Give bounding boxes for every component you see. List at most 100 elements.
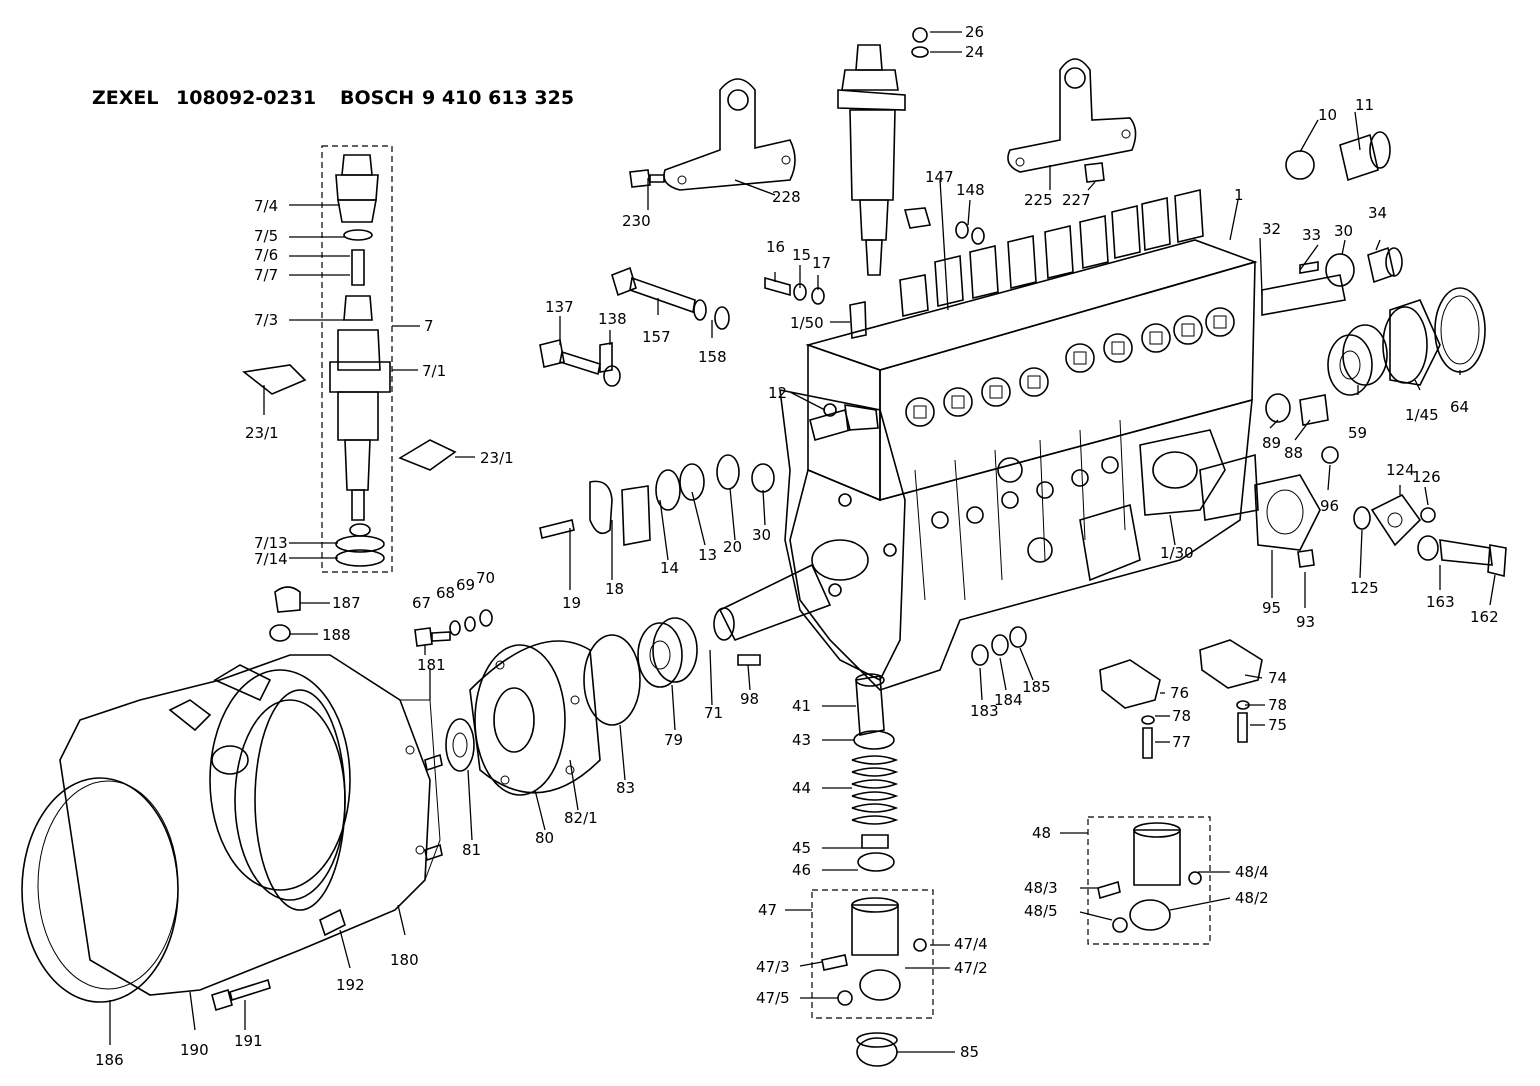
label-191: 191	[234, 1032, 263, 1050]
label-77: 77	[1172, 733, 1191, 751]
label-47-5: 47/5	[756, 989, 790, 1007]
label-1-50: 1/50	[790, 314, 824, 332]
label-190: 190	[180, 1041, 209, 1059]
label-75: 75	[1268, 716, 1287, 734]
label-67: 67	[412, 594, 431, 612]
pump-element-assembly-7	[242, 154, 457, 567]
label-17: 17	[812, 254, 831, 272]
label-225: 225	[1024, 191, 1053, 209]
label-26: 26	[965, 23, 984, 41]
bolt-191	[211, 978, 271, 1012]
label-227: 227	[1062, 191, 1091, 209]
title-block: ZEXEL 108092-0231 BOSCH 9 410 613 325	[92, 87, 574, 109]
label-93: 93	[1296, 613, 1315, 631]
label-7-3: 7/3	[254, 311, 278, 329]
label-69: 69	[456, 576, 475, 594]
gasket-192	[254, 689, 346, 911]
leader-lines	[109, 31, 1496, 1053]
label-48-5: 48/5	[1024, 902, 1058, 920]
label-163: 163	[1426, 593, 1455, 611]
governor-plate-124	[1353, 493, 1507, 578]
label-20: 20	[723, 538, 742, 556]
label-1: 1	[1234, 186, 1244, 204]
label-12: 12	[768, 384, 787, 402]
label-89: 89	[1262, 434, 1281, 452]
part-number-bosch: 9 410 613 325	[422, 87, 574, 109]
label-16: 16	[766, 238, 785, 256]
label-7-13: 7/13	[254, 534, 288, 552]
label-181: 181	[417, 656, 446, 674]
label-96: 96	[1320, 497, 1339, 515]
label-43: 43	[792, 731, 811, 749]
label-47-4: 47/4	[954, 935, 988, 953]
label-185: 185	[1022, 678, 1051, 696]
label-11: 11	[1355, 96, 1374, 114]
label-88: 88	[1284, 444, 1303, 462]
label-137: 137	[545, 298, 574, 316]
label-78-left: 78	[1172, 707, 1191, 725]
label-48-4: 48/4	[1235, 863, 1269, 881]
cover-plate-95	[1254, 474, 1321, 568]
label-7-1: 7/1	[422, 362, 446, 380]
part-number-zexel: 108092-0231	[176, 87, 316, 109]
label-124: 124	[1386, 461, 1415, 479]
label-47: 47	[758, 901, 777, 919]
label-76: 76	[1170, 684, 1189, 702]
label-23-1-right: 23/1	[480, 449, 514, 467]
label-138: 138	[598, 310, 627, 328]
label-187: 187	[332, 594, 361, 612]
tappet-assembly	[821, 673, 927, 1067]
label-15: 15	[792, 246, 811, 264]
label-82-1: 82/1	[564, 809, 598, 827]
label-186: 186	[95, 1051, 124, 1069]
label-78-right: 78	[1268, 696, 1287, 714]
label-95: 95	[1262, 599, 1281, 617]
brand-bosch: BOSCH	[340, 87, 414, 109]
label-126: 126	[1412, 468, 1441, 486]
label-41: 41	[792, 697, 811, 715]
label-32: 32	[1262, 220, 1281, 238]
label-7-4: 7/4	[254, 197, 278, 215]
label-158: 158	[698, 348, 727, 366]
bracket-225	[1007, 58, 1137, 183]
label-7-5: 7/5	[254, 227, 278, 245]
label-30-top: 30	[1334, 222, 1353, 240]
label-71: 71	[704, 704, 723, 722]
group-47-box	[811, 889, 934, 1019]
mounting-feet	[1099, 639, 1263, 759]
label-85: 85	[960, 1043, 979, 1061]
label-98: 98	[740, 690, 759, 708]
coupling-parts	[539, 404, 879, 546]
label-34: 34	[1368, 204, 1387, 222]
group-48-box	[1087, 816, 1211, 945]
nozzle-holder-assembly	[837, 27, 929, 276]
label-184: 184	[994, 691, 1023, 709]
label-183: 183	[970, 702, 999, 720]
timer-housing-180	[59, 654, 443, 996]
label-45: 45	[792, 839, 811, 857]
label-13: 13	[698, 546, 717, 564]
label-7: 7	[424, 317, 434, 335]
o-ring-186	[21, 777, 179, 1003]
nut-washer-set	[971, 626, 1027, 666]
label-47-2: 47/2	[954, 959, 988, 977]
brand-zexel: ZEXEL	[92, 87, 159, 109]
label-19: 19	[562, 594, 581, 612]
label-148: 148	[956, 181, 985, 199]
pump-housing	[713, 189, 1259, 691]
label-80: 80	[535, 829, 554, 847]
part-labels: 26 24 228 230 225 227 10 11 147 148 1 32…	[95, 23, 1499, 1069]
label-30-mid: 30	[752, 526, 771, 544]
label-70: 70	[476, 569, 495, 587]
label-48: 48	[1032, 824, 1051, 842]
label-59: 59	[1348, 424, 1367, 442]
label-157: 157	[642, 328, 671, 346]
label-7-7: 7/7	[254, 266, 278, 284]
label-7-6: 7/6	[254, 246, 278, 264]
label-228: 228	[772, 188, 801, 206]
label-10: 10	[1318, 106, 1337, 124]
label-162: 162	[1470, 608, 1499, 626]
plugs-and-seals-right	[1261, 131, 1486, 464]
label-1-45: 1/45	[1405, 406, 1439, 424]
